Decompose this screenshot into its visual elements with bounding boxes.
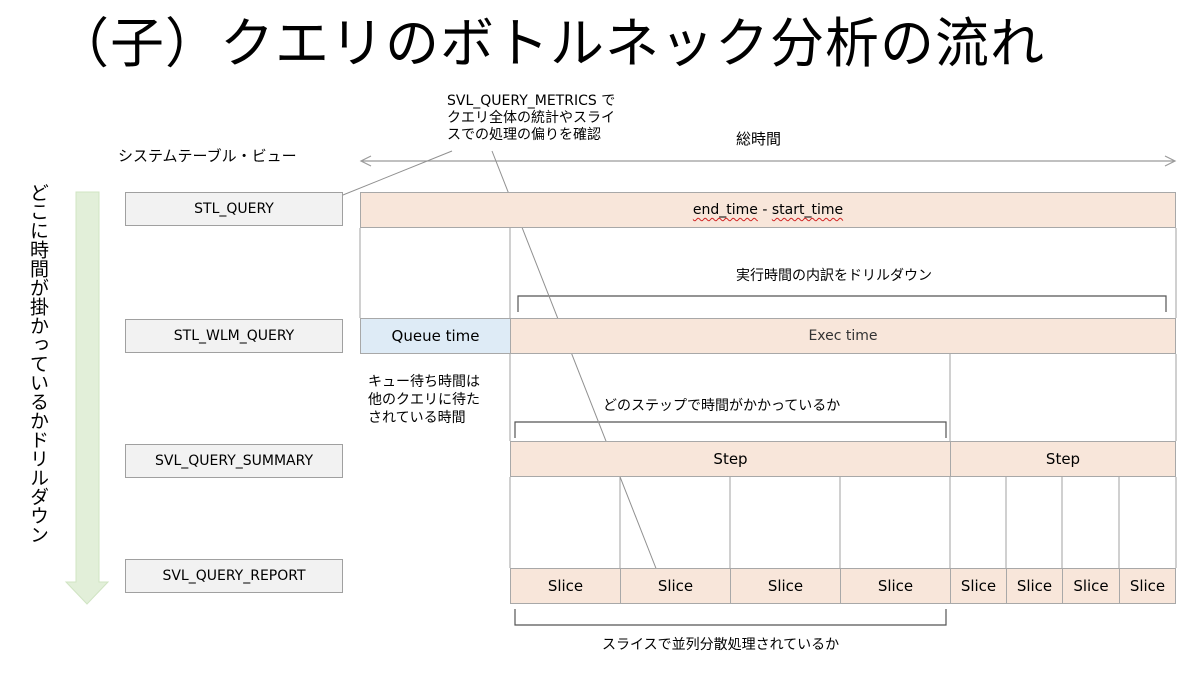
- table-svl-query-report: SVL_QUERY_REPORT: [125, 559, 343, 593]
- slice-cell: Slice: [1062, 568, 1120, 604]
- parallel-bracket: [514, 609, 947, 626]
- tables-label: システムテーブル・ビュー: [118, 147, 297, 165]
- parallel-note: スライスで並列分散処理されているか: [602, 637, 840, 653]
- total-time-bar: end_time - start_time: [360, 192, 1176, 228]
- table-svl-query-summary: SVL_QUERY_SUMMARY: [125, 444, 343, 478]
- callout-line: クエリ全体の統計やスライ: [447, 110, 615, 126]
- end-time-label: end_time: [692, 202, 758, 218]
- slice-cell: Slice: [1006, 568, 1063, 604]
- callout-line: SVL_QUERY_METRICS で: [447, 93, 616, 109]
- queue-note-line: 他のクエリに待た: [368, 392, 480, 408]
- slice-cell: Slice: [840, 568, 951, 604]
- queue-time-bar: Queue time: [360, 318, 511, 354]
- minus-sign: -: [757, 202, 772, 218]
- exec-breakdown-note: 実行時間の内訳をドリルダウン: [736, 268, 932, 284]
- total-time-label: 総時間: [736, 130, 782, 148]
- drilldown-label: どこに時間が掛かっているかドリルダウン: [27, 183, 49, 544]
- step-bar-1: Step: [510, 441, 951, 477]
- queue-note: キュー待ち時間は 他のクエリに待た されている時間: [368, 373, 480, 427]
- slice-cell: Slice: [1119, 568, 1176, 604]
- slice-cell: Slice: [730, 568, 841, 604]
- step-bar-2: Step: [950, 441, 1176, 477]
- queue-note-line: されている時間: [368, 410, 466, 426]
- exec-time-bar: Exec time: [510, 318, 1176, 354]
- callout-line: スでの処理の偏りを確認: [447, 127, 601, 143]
- drilldown-arrow: [64, 191, 110, 605]
- table-stl-query: STL_QUERY: [125, 192, 343, 226]
- callout-note: SVL_QUERY_METRICS で クエリ全体の統計やスライ スでの処理の偏…: [447, 93, 615, 144]
- which-step-bracket: [514, 421, 947, 438]
- which-step-note: どのステップで時間がかかっているか: [603, 398, 841, 414]
- page-title: （子）クエリのボトルネック分析の流れ: [55, 12, 1045, 75]
- queue-note-line: キュー待ち時間は: [368, 374, 480, 390]
- exec-breakdown-bracket: [517, 295, 1167, 312]
- slice-cell: Slice: [950, 568, 1007, 604]
- slice-cell: Slice: [620, 568, 731, 604]
- table-stl-wlm-query: STL_WLM_QUERY: [125, 319, 343, 353]
- slice-cell: Slice: [510, 568, 621, 604]
- callout-pointer-stl-query: [332, 150, 453, 200]
- start-time-label: start_time: [771, 202, 844, 218]
